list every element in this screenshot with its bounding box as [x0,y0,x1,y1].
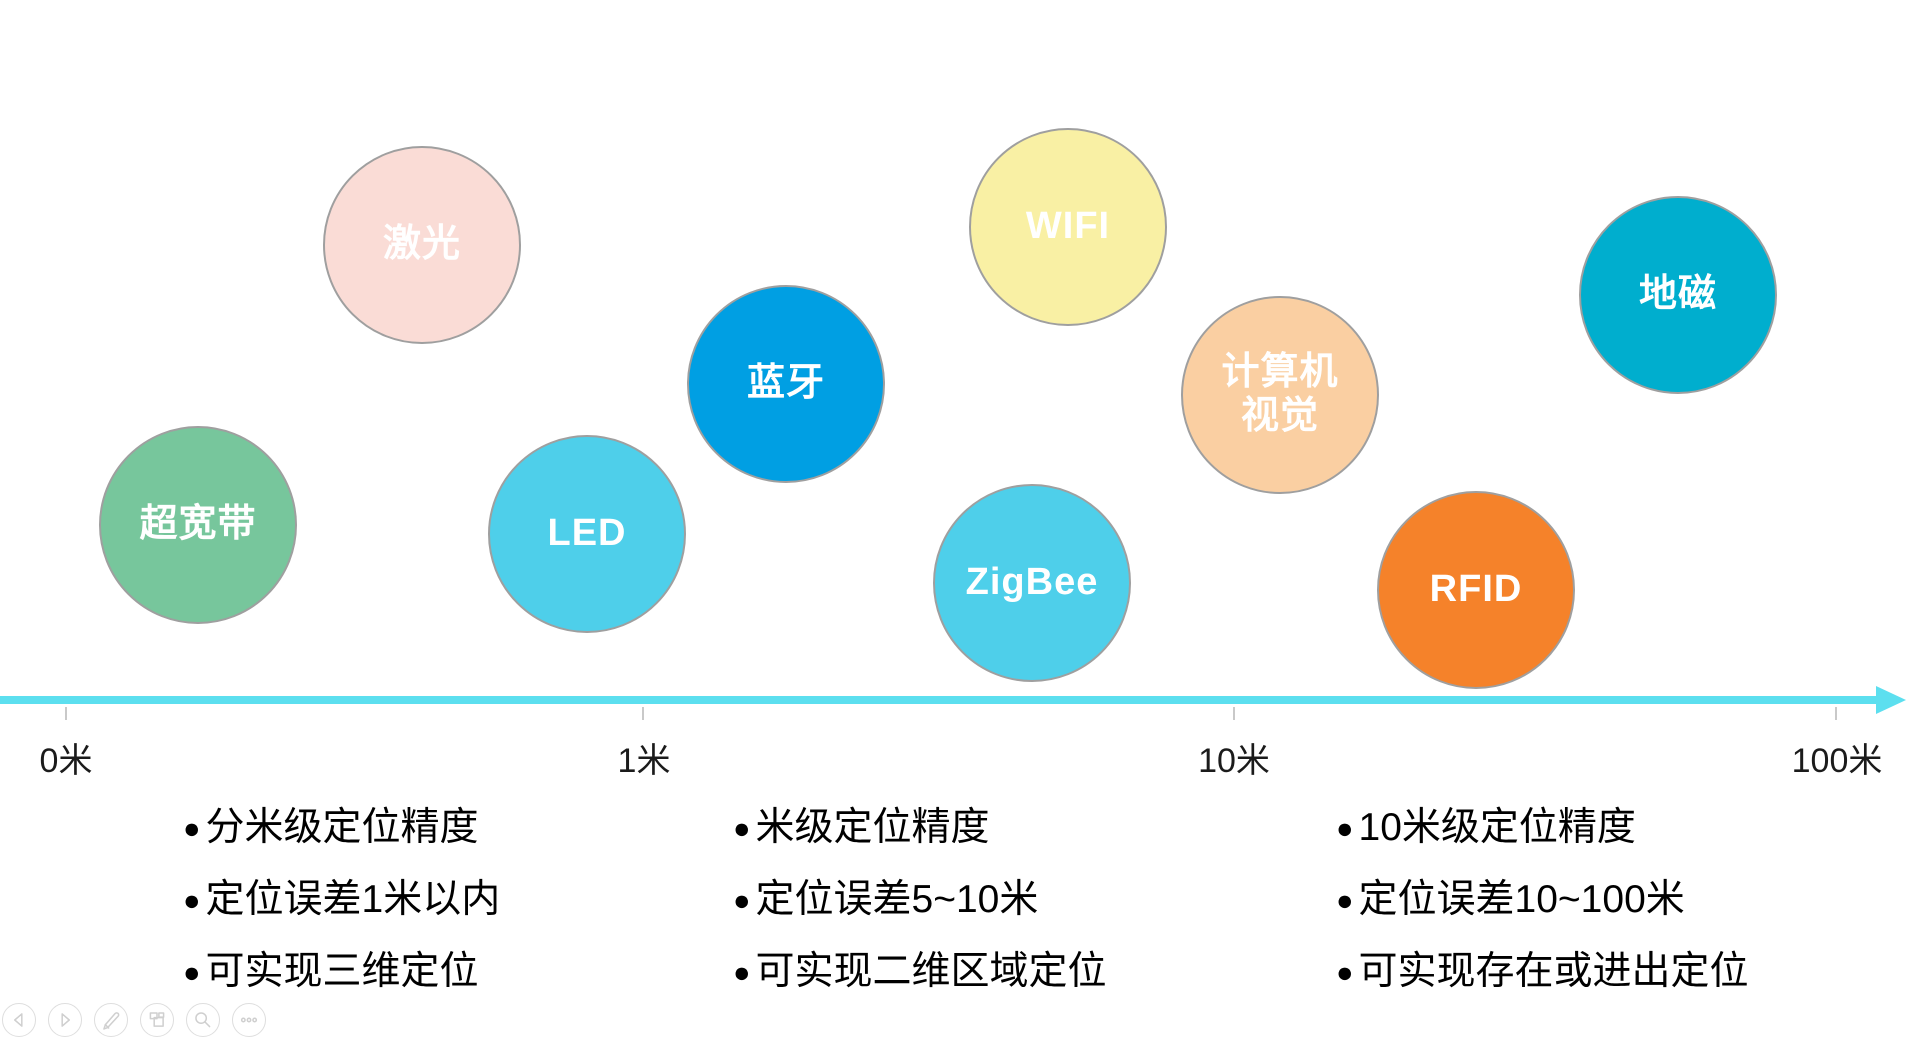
note-text: 定位误差1米以内 [205,878,501,921]
slides-panel-icon [149,1012,165,1027]
note-text: 分米级定位精度 [205,806,479,849]
bubble-bluetooth-label: 蓝牙 [746,362,825,405]
bubble-led: LED [488,435,686,633]
bubble-wifi: WIFI [969,128,1167,326]
bubble-laser: 激光 [323,146,521,344]
bullet-icon: ● [1336,813,1354,845]
axis-line [0,696,1880,704]
zoom-button[interactable] [186,1003,220,1037]
note-item: ●定位误差5~10米 [733,878,1107,923]
bubble-uwb-label: 超宽带 [139,503,257,546]
note-text: 可实现存在或进出定位 [1358,950,1749,993]
bubble-laser-label: 激光 [382,223,461,266]
axis-arrow-icon [1876,686,1906,714]
previous-slide-icon [14,1013,23,1027]
bullet-icon: ● [1336,957,1354,989]
note-item: ●定位误差10~100米 [1336,878,1749,923]
note-text: 定位误差10~100米 [1358,878,1685,921]
previous-slide-button[interactable] [2,1003,36,1037]
slideshow-toolbar [2,1003,266,1037]
zoom-icon [195,1012,211,1028]
axis-label-10m: 10米 [1198,742,1270,780]
bubble-wifi-label: WIFI [1025,205,1111,248]
bubble-led-label: LED [547,512,627,555]
bubble-zigbee: ZigBee [933,484,1131,682]
pen-icon [103,1012,120,1030]
pen-annotate-button[interactable] [94,1003,128,1037]
bullet-icon: ● [183,813,201,845]
note-item: ●米级定位精度 [733,806,1107,851]
axis-tick [642,707,644,720]
bullet-icon: ● [183,885,201,917]
axis-tick [1835,707,1837,720]
note-column-decimeter: ●分米级定位精度 ●定位误差1米以内 ●可实现三维定位 [183,806,500,1022]
bullet-icon: ● [733,885,751,917]
bubble-uwb: 超宽带 [99,426,297,624]
note-item: ●可实现存在或进出定位 [1336,950,1749,995]
note-item: ●定位误差1米以内 [183,878,500,923]
slides-panel-button[interactable] [140,1003,174,1037]
bubble-geomagnetic-label: 地磁 [1638,273,1717,316]
note-column-meter: ●米级定位精度 ●定位误差5~10米 ●可实现二维区域定位 [733,806,1107,1022]
axis-tick [65,707,67,720]
next-slide-icon [61,1013,70,1027]
more-options-icon [240,1017,258,1023]
bullet-icon: ● [733,813,751,845]
note-text: 米级定位精度 [755,806,990,849]
bubble-rfid-label: RFID [1429,568,1523,611]
bubble-geomagnetic: 地磁 [1579,196,1777,394]
note-text: 定位误差5~10米 [755,878,1039,921]
more-options-button[interactable] [232,1003,266,1037]
note-item: ●10米级定位精度 [1336,806,1749,851]
axis-label-1m: 1米 [617,742,671,780]
next-slide-button[interactable] [48,1003,82,1037]
note-item: ●可实现二维区域定位 [733,950,1107,995]
bubble-computer-vision-label: 计算机 视觉 [1221,351,1339,437]
axis-tick [1233,707,1235,720]
bubble-bluetooth: 蓝牙 [687,285,885,483]
note-text: 可实现二维区域定位 [755,950,1107,993]
note-column-tenmeter: ●10米级定位精度 ●定位误差10~100米 ●可实现存在或进出定位 [1336,806,1749,1022]
bullet-icon: ● [733,957,751,989]
note-item: ●可实现三维定位 [183,950,500,995]
note-item: ●分米级定位精度 [183,806,500,851]
bullet-icon: ● [183,957,201,989]
note-text: 10米级定位精度 [1358,806,1636,849]
bubble-rfid: RFID [1377,491,1575,689]
bullet-icon: ● [1336,885,1354,917]
bubble-computer-vision: 计算机 视觉 [1181,296,1379,494]
note-text: 可实现三维定位 [205,950,479,993]
bubble-zigbee-label: ZigBee [965,561,1099,604]
axis-label-100m: 100米 [1791,742,1883,780]
axis-label-0m: 0米 [39,742,93,780]
